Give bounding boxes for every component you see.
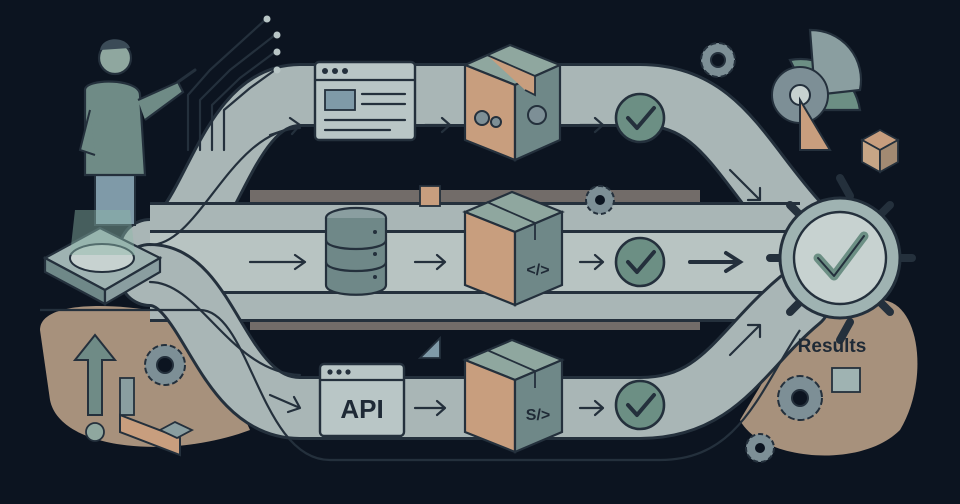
circuit-lines [186,15,281,152]
gear-icon-bottom-right [745,375,823,463]
svg-text:</>: </> [526,262,549,279]
svg-text:S/>: S/> [526,407,550,424]
package-box-icon-top [462,43,563,162]
decorative-triangle [417,335,441,359]
person-pointing-icon [78,39,197,226]
check-circle-icon-top [614,92,666,144]
growth-arrow-icon [72,333,195,457]
gear-icon-middle [585,185,615,215]
gear-icon-small-top [700,42,736,78]
package-box-icon-bottom: S/> [462,338,565,454]
decorative-cube-right [860,128,900,174]
decorative-square-right [831,367,861,393]
check-circle-icon-bottom [614,379,666,431]
stopwatch-icon [766,174,916,344]
launch-platform-icon [42,210,163,306]
api-label: API [340,394,383,424]
database-icon [324,206,388,296]
decorative-square [419,185,441,207]
api-window-icon: API [318,362,406,438]
gear-icon-left [144,344,186,386]
package-box-icon-middle: </> [462,190,565,307]
results-label: Results [798,336,867,357]
gear-icon-top-right [771,28,863,151]
browser-window-icon [313,60,417,142]
check-circle-icon-middle [614,236,666,288]
flow-arrows [248,116,762,417]
